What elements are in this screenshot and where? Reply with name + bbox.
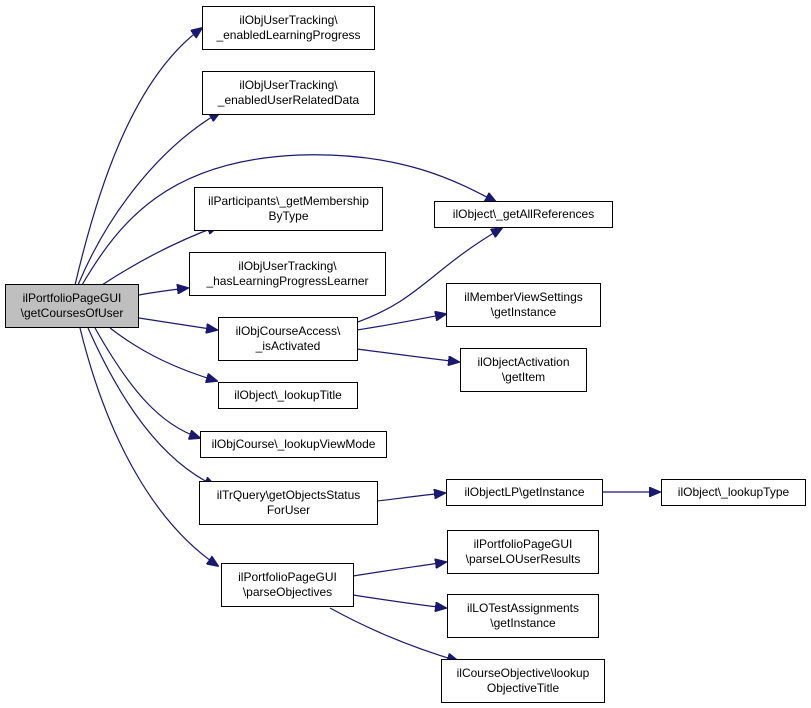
node-label-line2: \getCoursesOfUser: [20, 306, 124, 320]
edge-root-to-parse-objectives: [79, 327, 218, 566]
node-label-line1: ilObjUserTracking\: [238, 259, 337, 273]
node-label-line2: _isActivated: [255, 339, 321, 353]
node-enabled-user-related-data[interactable]: ilObjUserTracking\ _enabledUserRelatedDa…: [202, 71, 375, 115]
node-lookup-objective-title[interactable]: ilCourseObjective\lookup ObjectiveTitle: [441, 659, 605, 703]
node-label-line1: ilObjUserTracking\: [239, 13, 338, 27]
node-is-activated[interactable]: ilObjCourseAccess\ _isActivated: [218, 317, 358, 361]
edge-is-activated-to-object-activation-get-item: [356, 348, 459, 362]
node-label-line2: \parseObjectives: [242, 585, 333, 599]
node-label-line2: ObjectiveTitle: [486, 681, 560, 695]
node-label-line1: ilObjectLP\getInstance: [464, 485, 585, 499]
node-label-line2: ByType: [268, 209, 309, 223]
node-label-line2: _enabledUserRelatedData: [217, 93, 360, 107]
node-label-line1: ilObjUserTracking\: [239, 78, 338, 92]
node-lookup-type[interactable]: ilObject\_lookupType: [661, 479, 806, 506]
node-object-lp-get-instance[interactable]: ilObjectLP\getInstance: [446, 479, 603, 506]
edge-parse-objectives-to-lo-test-assignments: [352, 594, 446, 608]
node-label-line2: _enabledLearningProgress: [216, 28, 361, 42]
node-get-all-references[interactable]: ilObject\_getAllReferences: [434, 201, 613, 228]
node-enabled-learning-progress[interactable]: ilObjUserTracking\ _enabledLearningProgr…: [202, 6, 375, 50]
edge-root-to-lookup-view-mode: [94, 327, 200, 438]
node-has-learning-progress-learner[interactable]: ilObjUserTracking\ _hasLearningProgressL…: [189, 252, 386, 296]
node-label-line2: \getInstance: [490, 305, 557, 319]
node-label-line1: ilPortfolioPageGUI: [238, 570, 337, 584]
edge-is-activated-to-member-view-get-instance: [356, 314, 446, 331]
node-parse-objectives[interactable]: ilPortfolioPageGUI \parseObjectives: [221, 563, 354, 607]
node-label-line2: \parseLOUserResults: [465, 552, 581, 566]
node-label-line1: ilObjCourseAccess\: [235, 324, 341, 338]
edge-root-to-get-all-references-arc: [81, 154, 496, 286]
node-label-line2: _hasLearningProgressLearner: [206, 274, 369, 288]
node-label-line2: \getInstance: [490, 616, 556, 630]
edge-root-to-has-learning-progress-learner: [138, 288, 188, 296]
edge-get-objects-status-to-object-lp-get-instance: [376, 493, 445, 502]
node-label-line2: ForUser: [266, 503, 311, 517]
edge-root-to-lookup-title: [109, 327, 217, 381]
node-lookup-view-mode[interactable]: ilObjCourse\_lookupViewMode: [200, 431, 387, 458]
node-object-activation-get-item[interactable]: ilObjectActivation \getItem: [460, 348, 587, 392]
edge-root-to-enabled-learning-progress: [74, 28, 202, 286]
node-label-line1: ilTrQuery\getObjectsStatus: [216, 488, 361, 502]
node-member-view-get-instance[interactable]: ilMemberViewSettings \getInstance: [446, 283, 601, 327]
edge-parse-objectives-to-lookup-objective-title: [329, 607, 458, 661]
edge-root-to-enabled-user-related-data: [77, 112, 220, 286]
edge-root-to-get-objects-status-for-user: [87, 327, 215, 486]
edge-is-activated-to-get-all-references: [354, 228, 502, 324]
node-get-objects-status-for-user[interactable]: ilTrQuery\getObjectsStatus ForUser: [199, 481, 378, 525]
node-label-line1: ilPortfolioPageGUI: [473, 537, 573, 551]
node-parse-lo-user-results[interactable]: ilPortfolioPageGUI \parseLOUserResults: [447, 530, 599, 574]
node-label-line1: ilMemberViewSettings: [464, 290, 583, 304]
node-label-line2: \getItem: [501, 370, 546, 384]
node-label-line1: ilCourseObjective\lookup: [456, 666, 590, 680]
node-root-get-courses-of-user: ilPortfolioPageGUI \getCoursesOfUser: [5, 284, 139, 328]
node-label-line1: ilObject\_lookupType: [677, 485, 790, 499]
node-label-line1: ilObject\_lookupTitle: [234, 388, 342, 402]
node-lookup-title[interactable]: ilObject\_lookupTitle: [218, 382, 358, 409]
node-label-line1: ilObjectActivation: [477, 355, 570, 369]
node-get-membership-by-type[interactable]: ilParticipants\_getMembership ByType: [194, 187, 383, 231]
node-label-line1: ilObjCourse\_lookupViewMode: [211, 437, 376, 451]
node-label-line1: ilParticipants\_getMembership: [208, 194, 369, 208]
node-label-line1: ilLOTestAssignments: [466, 601, 580, 615]
node-lo-test-assignments-get-instance[interactable]: ilLOTestAssignments \getInstance: [447, 594, 599, 638]
node-label-line1: ilPortfolioPageGUI: [22, 291, 122, 305]
node-label-line1: ilObject\_getAllReferences: [452, 207, 595, 221]
edge-root-to-is-activated: [138, 317, 217, 330]
edge-parse-objectives-to-parse-lo-user-results: [352, 562, 446, 577]
